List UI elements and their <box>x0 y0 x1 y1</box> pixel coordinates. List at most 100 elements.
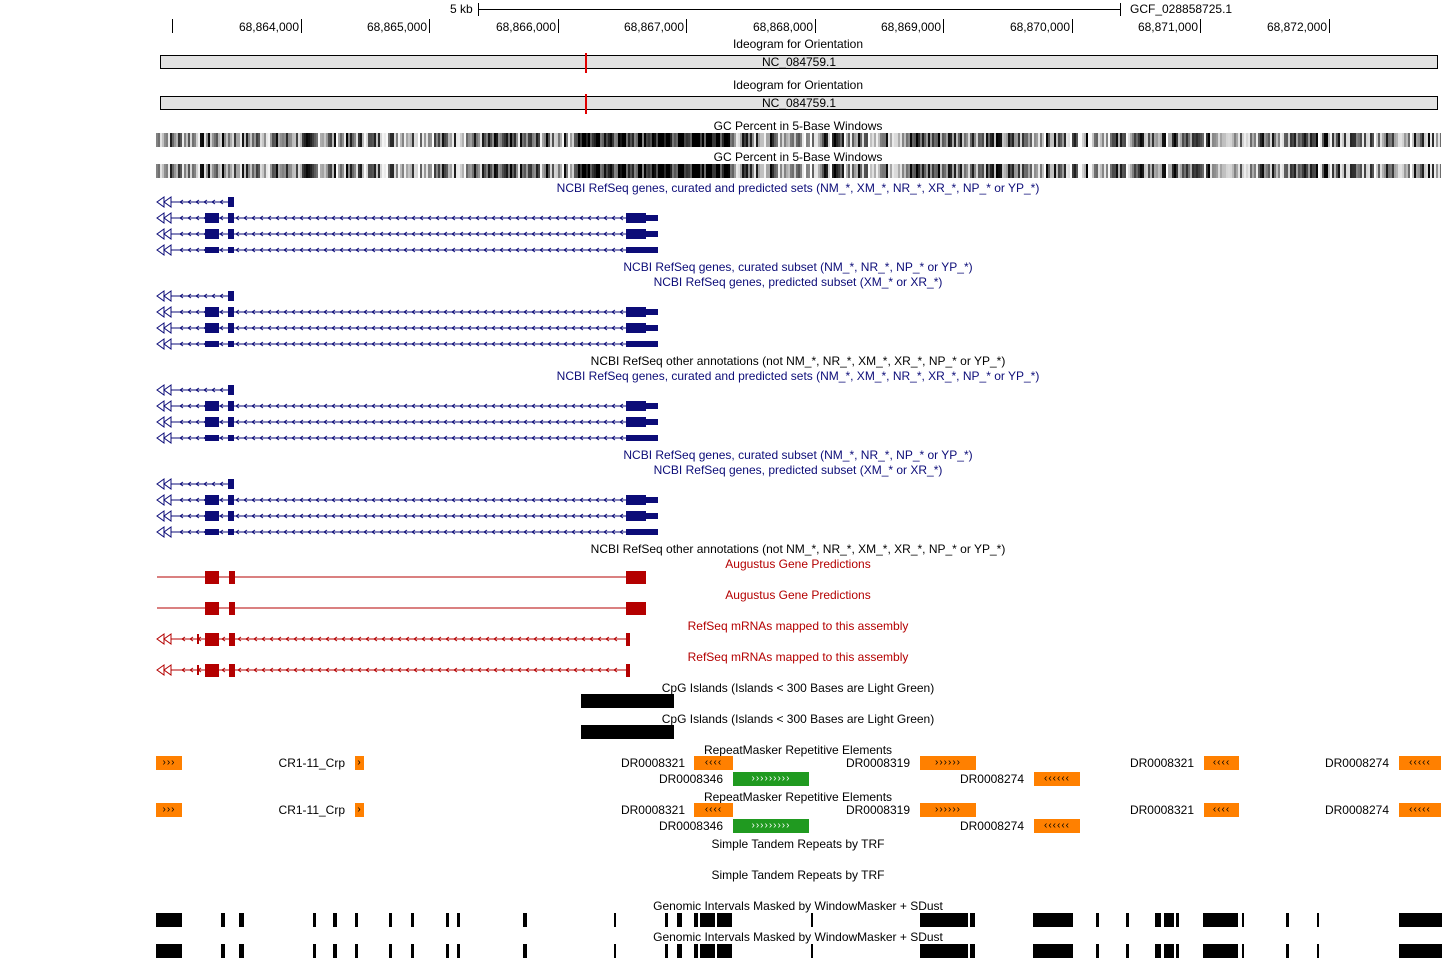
gc-percent-track-title[interactable]: GC Percent in 5-Base Windows <box>713 150 883 164</box>
gc-window-bar <box>404 164 406 178</box>
repeatmasker-track-title[interactable]: RepeatMasker Repetitive Elements <box>703 790 893 804</box>
strand-arrow <box>301 667 306 673</box>
gc-window-bar <box>1188 133 1190 147</box>
refseq-mrna-alignment[interactable] <box>0 632 700 648</box>
gc-window-bar <box>270 164 272 178</box>
gc-window-bar <box>998 164 1000 178</box>
gc-window-bar <box>1274 133 1276 147</box>
gc-window-bar <box>1136 164 1138 178</box>
exon-block <box>228 323 234 333</box>
repeat-element[interactable]: ››› <box>156 803 182 817</box>
refseq-mrna-track-title[interactable]: RefSeq mRNAs mapped to this assembly <box>687 650 909 664</box>
repeat-element[interactable]: ›››››› <box>920 803 976 817</box>
strand-arrow <box>301 636 306 642</box>
strand-arrow <box>483 341 488 347</box>
ideogram-track-title[interactable]: Ideogram for Orientation <box>732 78 864 92</box>
refseq-mrna-track-title[interactable]: RefSeq mRNAs mapped to this assembly <box>687 619 909 633</box>
refseq-all-transcripts[interactable] <box>0 383 700 445</box>
gc-percent-track-title[interactable]: GC Percent in 5-Base Windows <box>713 119 883 133</box>
strand-arrow <box>587 513 592 519</box>
trf-track-title[interactable]: Simple Tandem Repeats by TRF <box>711 868 885 882</box>
masked-interval <box>1242 913 1244 927</box>
windowmasker-track-title[interactable]: Genomic Intervals Masked by WindowMasker… <box>653 930 943 944</box>
refseq-all-track-title[interactable]: NCBI RefSeq genes, curated and predicted… <box>556 181 1040 195</box>
augustus-gene-model[interactable] <box>0 601 700 617</box>
chromosome-ideogram[interactable]: NC_084759.1 <box>160 53 1438 73</box>
refseq-predicted-transcripts[interactable] <box>0 289 700 351</box>
strand-arrow <box>491 513 496 519</box>
windowmasker-track-title[interactable]: Genomic Intervals Masked by WindowMasker… <box>653 899 943 913</box>
gc-window-bar <box>928 133 930 147</box>
cpg-island[interactable] <box>581 725 674 739</box>
strand-arrow <box>523 215 528 221</box>
gc-window-bar <box>210 133 212 147</box>
repeat-element[interactable]: ››› <box>156 756 182 770</box>
gc-percent-density[interactable] <box>156 133 1441 147</box>
gc-window-bar <box>548 133 550 147</box>
gc-window-bar <box>406 133 408 147</box>
gc-window-bar <box>246 133 248 147</box>
refseq-predicted-transcripts[interactable] <box>0 477 700 539</box>
refseq-all-transcripts[interactable] <box>0 195 700 257</box>
gc-window-bar <box>922 133 924 147</box>
strand-arrow <box>435 529 440 535</box>
gc-window-bar <box>1378 164 1380 178</box>
repeat-element[interactable]: › <box>355 756 364 770</box>
ideogram-track-title[interactable]: Ideogram for Orientation <box>732 37 864 51</box>
cpg-track-title[interactable]: CpG Islands (Islands < 300 Bases are Lig… <box>661 681 935 695</box>
windowmasker-intervals[interactable] <box>0 912 1443 928</box>
cpg-island[interactable] <box>581 694 674 708</box>
gc-window-bar <box>574 133 576 147</box>
strand-arrow <box>355 513 360 519</box>
repeat-element[interactable]: ‹‹‹‹‹‹ <box>1034 772 1080 786</box>
windowmasker-intervals[interactable] <box>0 943 1443 959</box>
refseq-curated-track-title[interactable]: NCBI RefSeq genes, curated subset (NM_*,… <box>623 260 973 274</box>
gc-window-bar <box>178 164 180 178</box>
strand-arrow <box>499 309 504 315</box>
repeat-element[interactable]: ‹‹‹‹‹‹ <box>1034 819 1080 833</box>
gc-window-bar <box>988 133 990 147</box>
strand-arrow <box>483 231 488 237</box>
repeat-element[interactable]: ‹‹‹‹‹ <box>1399 803 1441 817</box>
gc-window-bar <box>240 133 242 147</box>
strand-arrow <box>355 325 360 331</box>
repeat-element[interactable]: ››››››››› <box>733 819 809 833</box>
refseq-all-track-title[interactable]: NCBI RefSeq genes, curated and predicted… <box>556 369 1040 383</box>
strand-arrow <box>363 215 368 221</box>
repeat-element[interactable]: › <box>355 803 364 817</box>
gc-window-bar <box>882 133 884 147</box>
repeat-element[interactable]: ‹‹‹‹‹ <box>1399 756 1441 770</box>
repeat-element[interactable]: ›››››› <box>920 756 976 770</box>
repeat-element[interactable]: ››››››››› <box>733 772 809 786</box>
cpg-track-title[interactable]: CpG Islands (Islands < 300 Bases are Lig… <box>661 712 935 726</box>
augustus-track-title[interactable]: Augustus Gene Predictions <box>725 588 871 602</box>
gc-window-bar <box>1336 133 1338 147</box>
refseq-curated-track-title[interactable]: NCBI RefSeq genes, curated subset (NM_*,… <box>623 448 973 462</box>
strand-arrow <box>261 636 266 642</box>
repeat-element[interactable]: ‹‹‹‹ <box>694 803 733 817</box>
repeat-element[interactable]: ‹‹‹‹ <box>1204 756 1239 770</box>
refseq-mrna-alignment[interactable] <box>0 663 700 679</box>
augustus-gene-model[interactable] <box>0 570 700 586</box>
repeat-element[interactable]: ‹‹‹‹ <box>694 756 733 770</box>
strand-arrow <box>315 231 320 237</box>
gc-window-bar <box>1030 164 1032 178</box>
refseq-predicted-track-title[interactable]: NCBI RefSeq genes, predicted subset (XM_… <box>653 463 943 477</box>
trf-track-title[interactable]: Simple Tandem Repeats by TRF <box>711 837 885 851</box>
strand-arrow <box>443 497 448 503</box>
augustus-track-title[interactable]: Augustus Gene Predictions <box>725 557 871 571</box>
repeatmasker-track-title[interactable]: RepeatMasker Repetitive Elements <box>703 743 893 757</box>
strand-arrow <box>347 309 352 315</box>
gc-window-bar <box>226 133 228 147</box>
chromosome-ideogram[interactable]: NC_084759.1 <box>160 94 1438 114</box>
refseq-other-track-title[interactable]: NCBI RefSeq other annotations (not NM_*,… <box>590 354 1006 368</box>
gc-window-bar <box>588 133 590 147</box>
gc-window-bar <box>1386 164 1388 178</box>
refseq-predicted-track-title[interactable]: NCBI RefSeq genes, predicted subset (XM_… <box>653 275 943 289</box>
gc-window-bar <box>1192 164 1194 178</box>
strand-arrow <box>387 341 392 347</box>
strand-arrow <box>547 419 552 425</box>
gc-percent-density[interactable] <box>156 164 1441 178</box>
repeat-element[interactable]: ‹‹‹‹ <box>1204 803 1239 817</box>
refseq-other-track-title[interactable]: NCBI RefSeq other annotations (not NM_*,… <box>590 542 1006 556</box>
